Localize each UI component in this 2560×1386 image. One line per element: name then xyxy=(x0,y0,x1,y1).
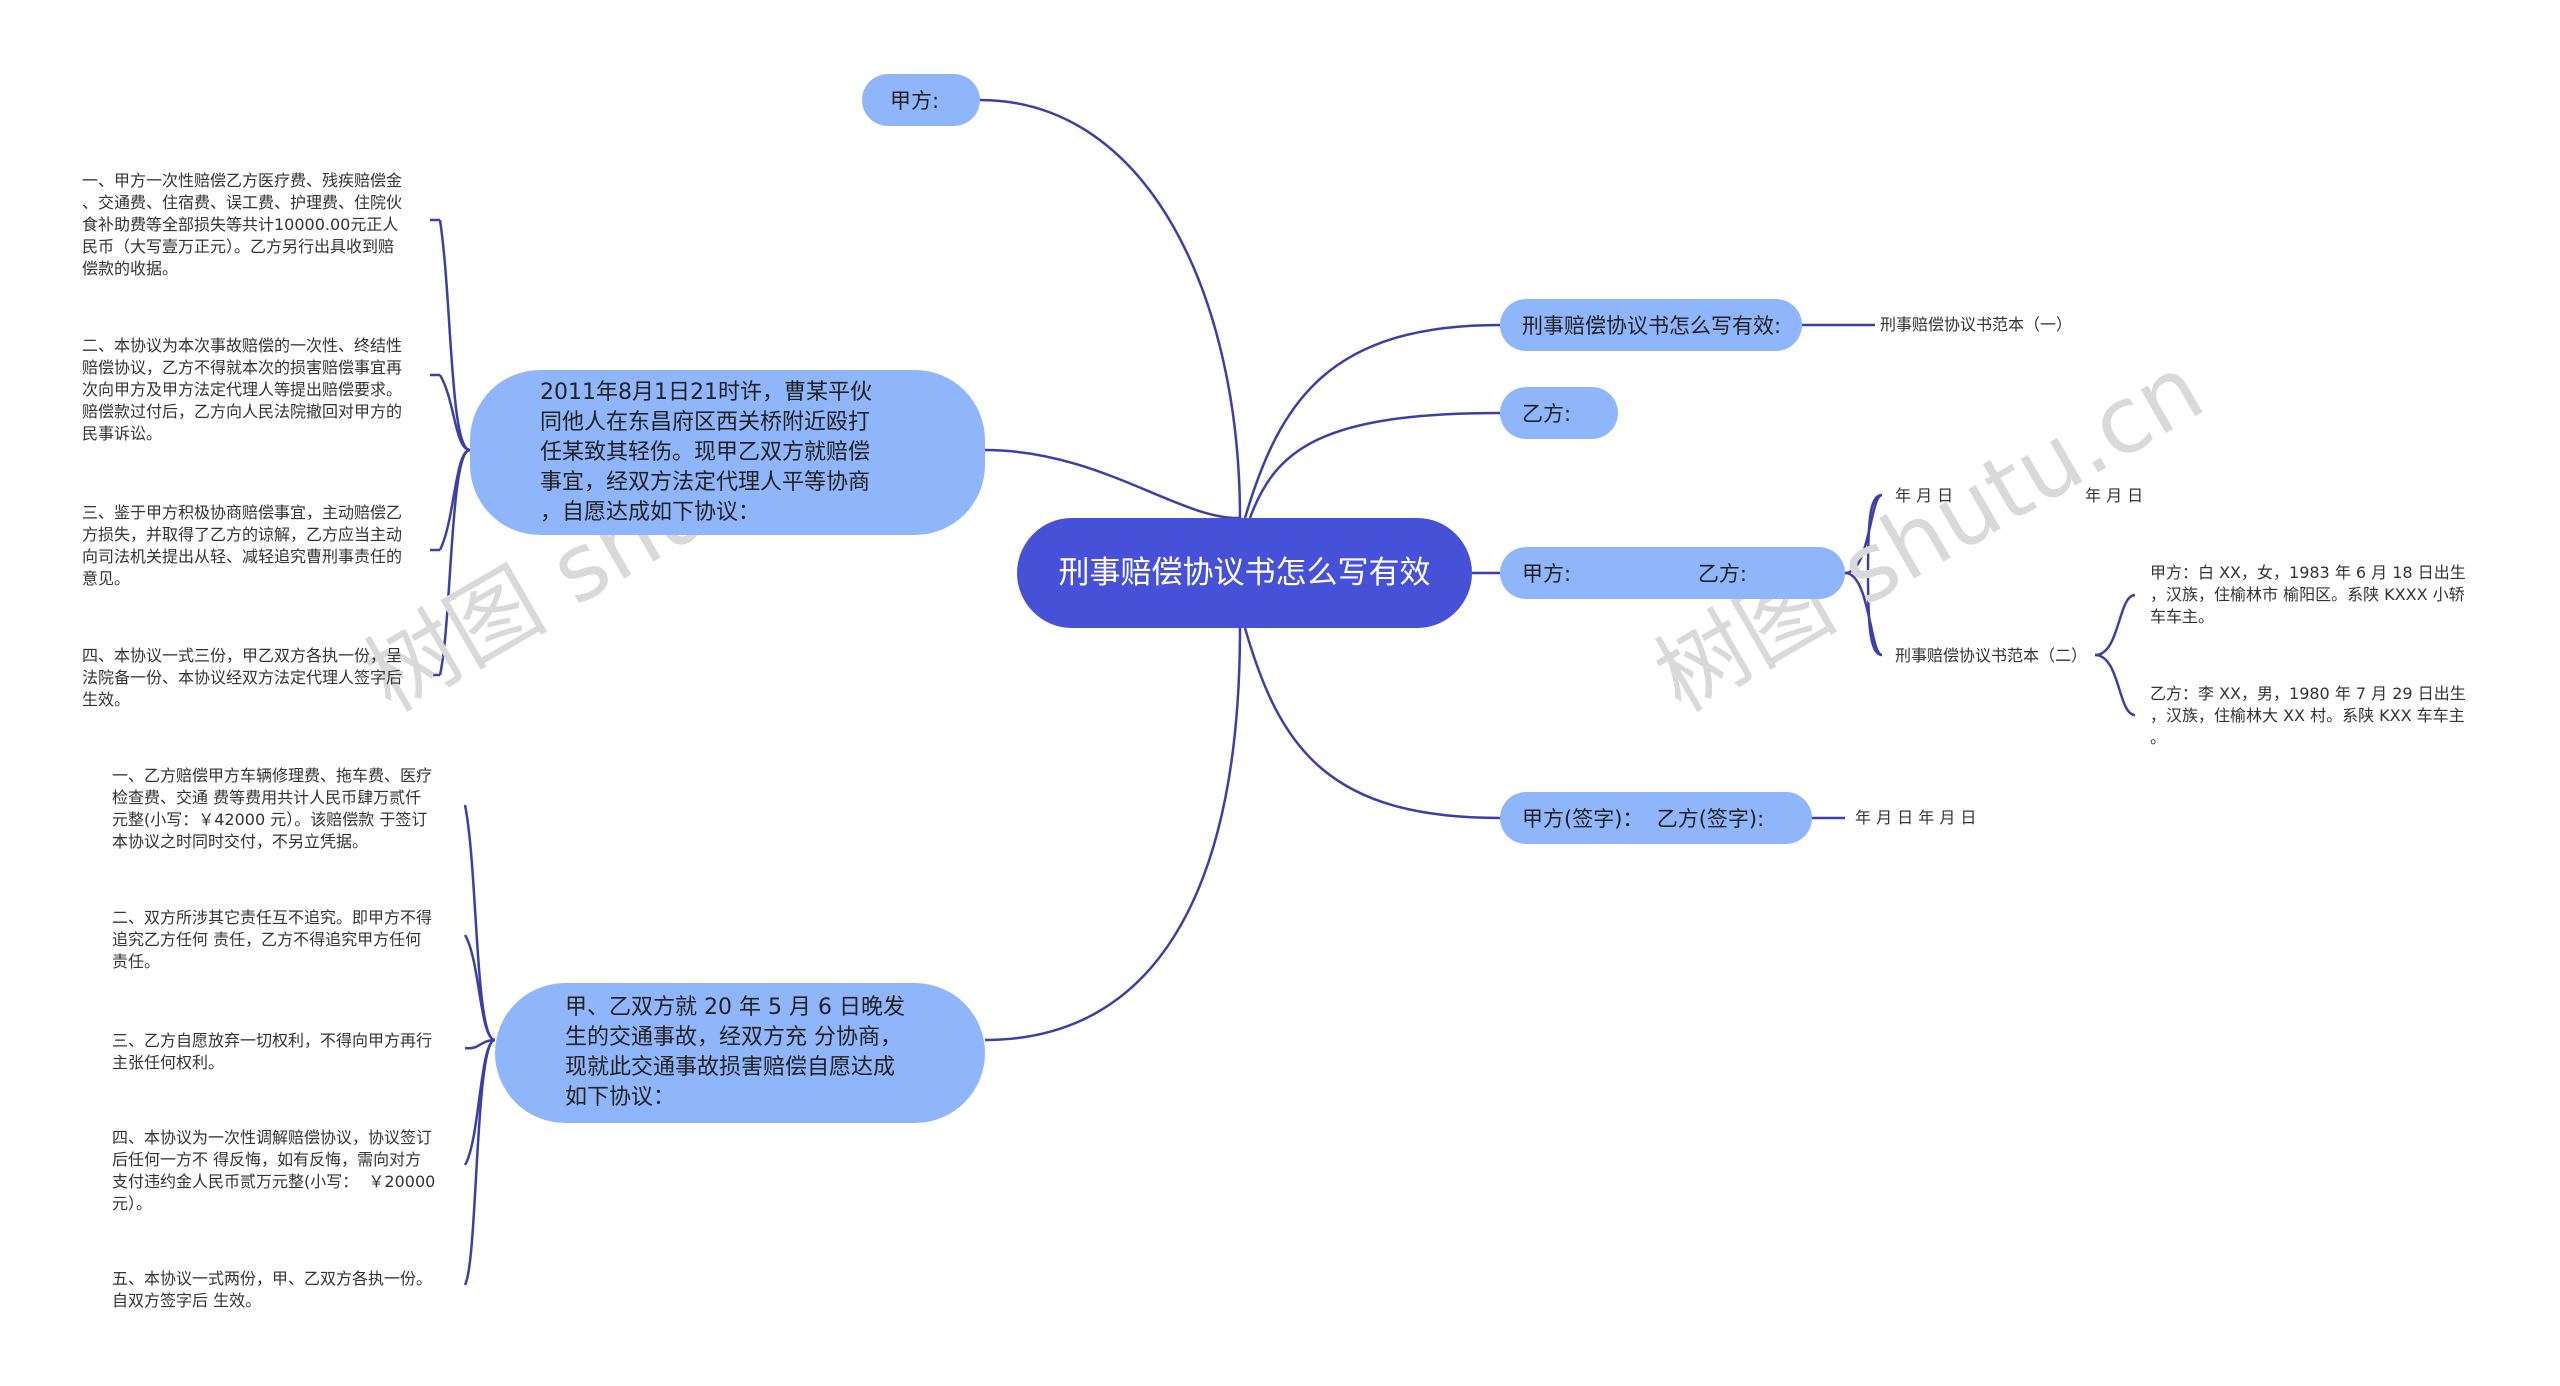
leaf-case1-item-2[interactable]: 二、本协议为本次事故赔偿的一次性、终结性 赔偿协议，乙方不得就本次的损害赔偿事宜… xyxy=(82,336,403,443)
leaf-fanben-2[interactable]: 刑事赔偿协议书范本（二） xyxy=(1895,646,2088,665)
leaf-qianzi-date[interactable]: 年 月 日 年 月 日 xyxy=(1855,808,1977,827)
leaf-case2-item-1[interactable]: 一、乙方赔偿甲方车辆修理费、拖车费、医疗 检查费、交通 费等费用共计人民币肆万贰… xyxy=(112,766,433,851)
leaf-case2-item-5[interactable]: 五、本协议一式两份，甲、乙双方各执一份。 自双方签字后 生效。 xyxy=(112,1269,433,1310)
leaf-case1-item-4[interactable]: 四、本协议一式三份，甲乙双方各执一份，呈 法院备一份、本协议经双方法定代理人签字… xyxy=(82,646,403,709)
node-label: 刑事赔偿协议书怎么写有效: xyxy=(1522,314,1782,338)
leaf-date-right[interactable]: 年 月 日 xyxy=(2085,486,2144,505)
node-jiafang-top[interactable]: 甲方: xyxy=(862,74,980,126)
leaf-case1-item-3[interactable]: 三、鉴于甲方积极协商赔偿事宜，主动赔偿乙 方损失，并取得了乙方的谅解，乙方应当主… xyxy=(82,503,403,588)
leaf-case2-item-2[interactable]: 二、双方所涉其它责任互不追究。即甲方不得 追究乙方任何 责任，乙方不得追究甲方任… xyxy=(112,908,433,971)
leaf-fanben-1[interactable]: 刑事赔偿协议书范本（一） xyxy=(1880,315,2073,334)
leaf-case2-item-3[interactable]: 三、乙方自愿放弃一切权利，不得向甲方再行 主张任何权利。 xyxy=(112,1031,433,1072)
node-label: 2011年8月1日21时许，曹某平伙 同他人在东昌府区西关桥附近殴打 任某致其轻… xyxy=(540,379,872,525)
leaf-case1-item-1[interactable]: 一、甲方一次性赔偿乙方医疗费、残疾赔偿金 、交通费、住宿费、误工费、护理费、住院… xyxy=(82,171,403,278)
node-label: 甲、乙双方就 20 年 5 月 6 日晚发 生的交通事故，经双方充 分协商， 现… xyxy=(565,995,905,1110)
node-label: 甲方(签字)： 乙方(签字): xyxy=(1522,807,1765,831)
node-jiayi[interactable]: 甲方: 乙方: xyxy=(1500,547,1845,599)
node-yifang[interactable]: 乙方: xyxy=(1500,387,1618,439)
leaf-case2-item-4[interactable]: 四、本协议为一次性调解赔偿协议，协议签订 后任何一方不 得反悔，如有反悔，需向对… xyxy=(112,1128,436,1213)
leaf-yi-detail[interactable]: 乙方：李 XX，男，1980 年 7 月 29 日出生 ，汉族，住榆林大 XX … xyxy=(2150,684,2466,747)
node-qianzi[interactable]: 甲方(签字)： 乙方(签字): xyxy=(1500,792,1812,844)
node-case-2[interactable]: 甲、乙双方就 20 年 5 月 6 日晚发 生的交通事故，经双方充 分协商， 现… xyxy=(495,983,985,1123)
leaf-jia-detail[interactable]: 甲方：白 XX，女，1983 年 6 月 18 日出生 ，汉族，住榆林市 榆阳区… xyxy=(2150,563,2466,626)
central-topic-label: 刑事赔偿协议书怎么写有效 xyxy=(1058,555,1431,591)
node-youxiao[interactable]: 刑事赔偿协议书怎么写有效: xyxy=(1500,299,1802,351)
leaf-date-left[interactable]: 年 月 日 xyxy=(1895,486,1954,505)
central-topic[interactable]: 刑事赔偿协议书怎么写有效 xyxy=(1017,518,1472,628)
node-label: 甲方: 乙方: xyxy=(1522,562,1747,586)
node-label: 甲方: xyxy=(890,89,940,113)
node-case-1[interactable]: 2011年8月1日21时许，曹某平伙 同他人在东昌府区西关桥附近殴打 任某致其轻… xyxy=(470,370,985,535)
node-label: 乙方: xyxy=(1522,402,1572,426)
